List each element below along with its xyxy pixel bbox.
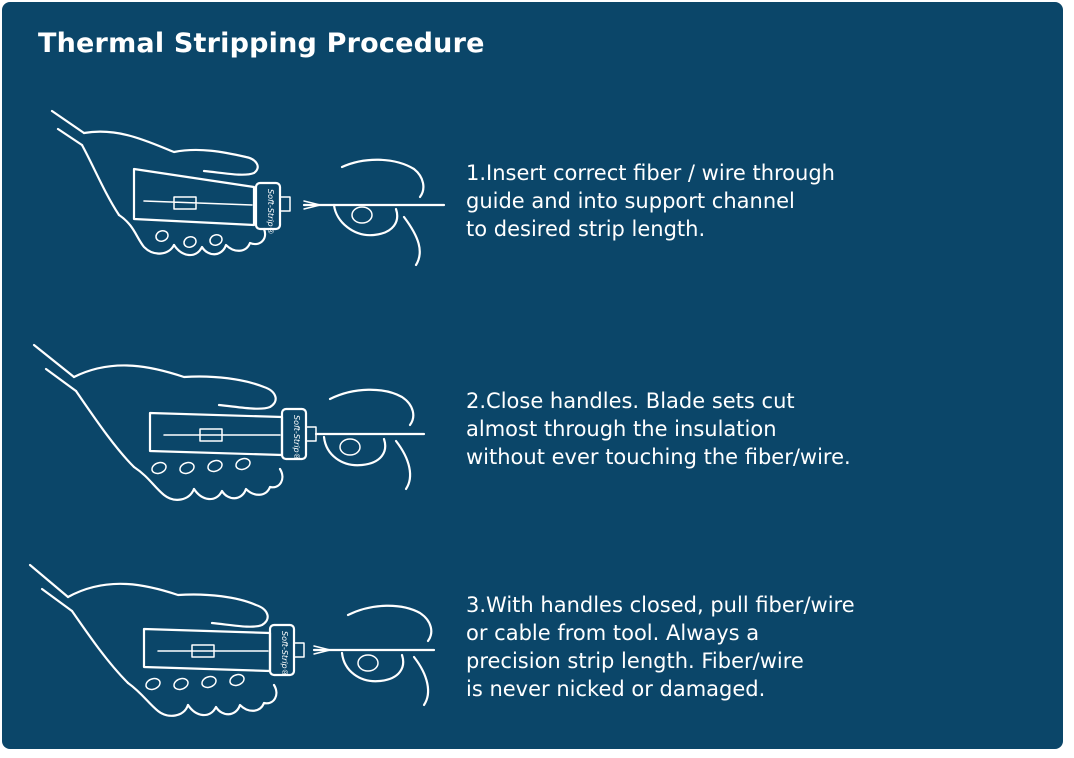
brand-label: Soft-Strip® <box>280 631 289 677</box>
hand-pulling-wire-from-stripper-icon: Soft-Strip® <box>28 563 436 717</box>
brand-label: Soft-Strip® <box>266 189 275 235</box>
procedure-panel: Thermal Stripping Procedure Soft-Strip® <box>2 2 1063 749</box>
step-2-text: 2.Close handles. Blade sets cut almost t… <box>466 387 851 471</box>
hand-holding-stripper-closed-icon: Soft-Strip® <box>32 343 426 501</box>
step-1-illustration: Soft-Strip® <box>24 97 454 307</box>
step-2-line-2: almost through the insulation <box>466 417 777 441</box>
step-2-line-3: without ever touching the fiber/wire. <box>466 445 851 469</box>
step-3-line-3: precision strip length. Fiber/wire <box>466 649 804 673</box>
step-3-line-1: 3.With handles closed, pull fiber/wire <box>466 593 855 617</box>
step-3-line-4: is never nicked or damaged. <box>466 677 766 701</box>
page-title: Thermal Stripping Procedure <box>38 28 485 59</box>
brand-label: Soft-Strip® <box>292 415 301 461</box>
step-1-line-3: to desired strip length. <box>466 217 706 241</box>
step-3-illustration: Soft-Strip® <box>24 537 454 747</box>
step-1-line-2: guide and into support channel <box>466 189 795 213</box>
hand-holding-stripper-open-icon: Soft-Strip® <box>50 109 446 267</box>
step-1-text: 1.Insert correct fiber / wire through gu… <box>466 159 835 243</box>
step-2-illustration: Soft-Strip® <box>24 317 454 527</box>
step-1-line-1: 1.Insert correct fiber / wire through <box>466 161 835 185</box>
step-3-text: 3.With handles closed, pull fiber/wire o… <box>466 591 855 703</box>
step-3-line-2: or cable from tool. Always a <box>466 621 760 645</box>
step-2-line-1: 2.Close handles. Blade sets cut <box>466 389 795 413</box>
